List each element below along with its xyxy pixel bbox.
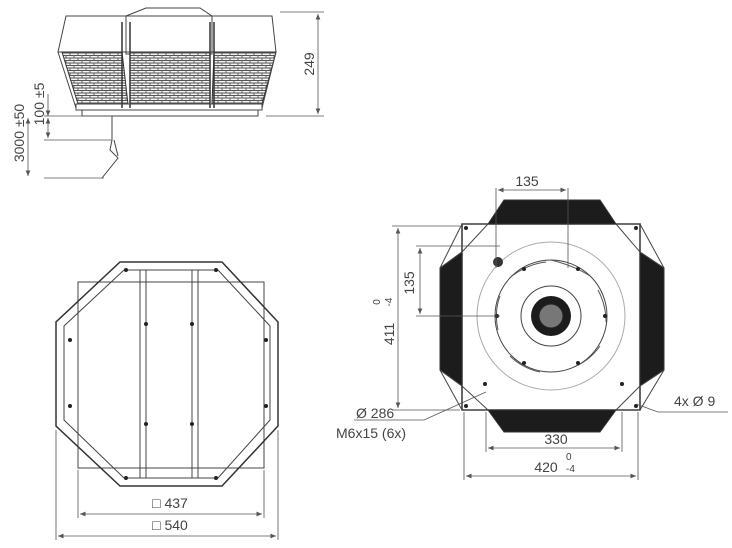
dim-dia-286-label: Ø 286 [356,405,394,421]
dim-3000-label: 3000 ±50 [11,104,27,163]
dim-330-label: 330 [544,431,568,447]
dim-100-label: 100 ±5 [31,82,47,125]
dim-420-tol-bot: -4 [566,464,575,475]
dim-135-top-label: 135 [515,173,539,189]
bottom-holes [464,226,638,408]
dim-420-tol-top: 0 [566,452,572,463]
plan-holes [68,268,268,480]
dim-420-label: 420 [534,459,558,475]
dim-thread-label: M6x15 (6x) [336,425,406,441]
dim-135-side-label: 135 [401,271,417,295]
dim-411-label: 411 [381,323,397,346]
bottom-view: 135 135 411 0 -4 Ø 286 M6x15 (6x) 4x Ø 9… [336,173,728,480]
dim-holes-label: 4x Ø 9 [674,393,715,409]
plan-view: □ 437 □ 540 [55,261,279,540]
dim-540-label: □ 540 [152,517,188,533]
dim-437-label: □ 437 [152,495,188,511]
dim-411-tol-top: 0 [372,299,383,305]
side-view: 249 100 ±5 3000 ±50 [11,7,324,179]
dim-411-tol-bot: -4 [384,297,395,306]
dim-249-label: 249 [301,52,317,76]
